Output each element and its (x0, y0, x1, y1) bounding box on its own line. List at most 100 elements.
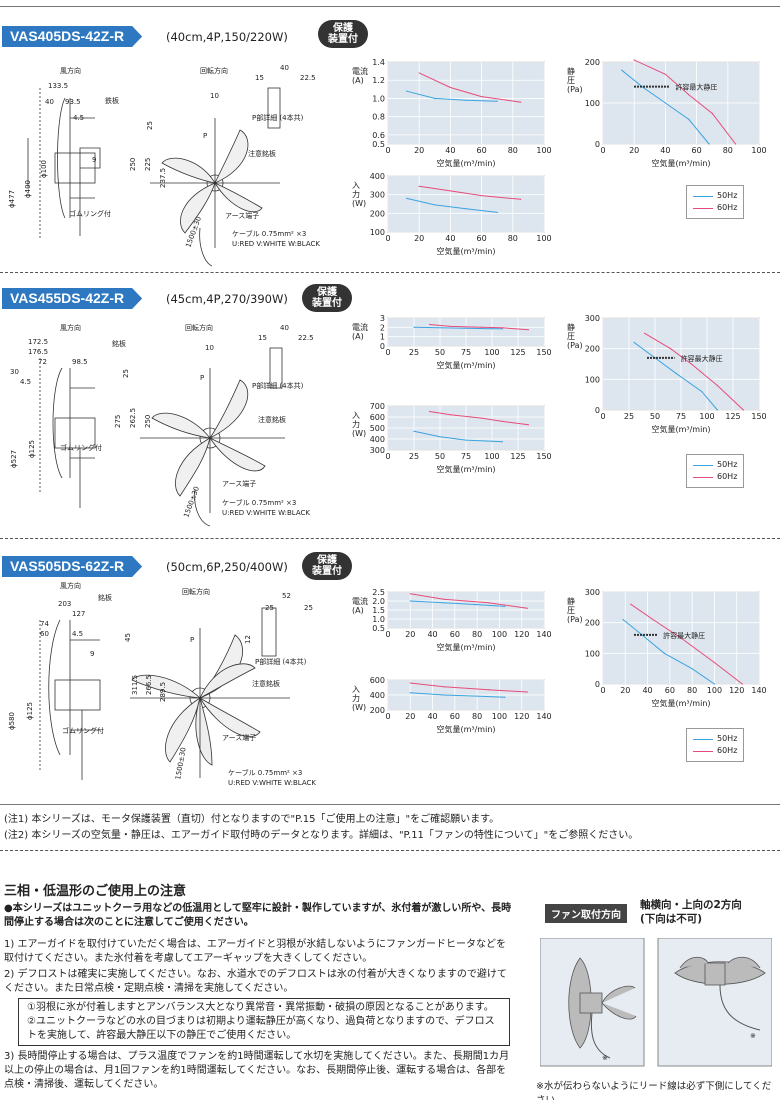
lead-wire-side (590, 1012, 611, 1059)
dim-h4: 45 (124, 633, 132, 642)
legend-label: 50Hz (717, 734, 738, 743)
data-point (496, 211, 498, 213)
x-tick-label: 140 (536, 712, 551, 721)
y-tick-label: 0 (595, 140, 600, 149)
x-tick-label: 0 (385, 712, 390, 721)
y-axis-label-line: (Pa) (567, 341, 583, 350)
protect-badge-3: 保護 装置付 (302, 552, 352, 580)
y-tick-label: 400 (370, 172, 385, 181)
x-tick-label: 120 (514, 712, 529, 721)
y-axis-label-line: (W) (352, 429, 366, 438)
drawing-2: 風方向 回転方向 172.5 176.5 72 98.5 30 4.5 銘板 ϕ… (10, 323, 314, 527)
y-axis-label-line: 入 (352, 411, 360, 420)
series-line-50Hz (410, 600, 506, 607)
y-tick-label: 2 (380, 323, 385, 332)
x-axis-label: 空気量(m³/min) (436, 158, 495, 168)
data-point (406, 90, 408, 92)
label-rotation-dir: 回転方向 (182, 587, 210, 596)
badge-text: 保護 装置付 (312, 287, 342, 309)
section-divider (0, 850, 780, 851)
dim-7: ϕ527 (10, 450, 18, 468)
data-point (413, 430, 415, 432)
label-rubber-ring: ゴムリング付 (60, 443, 102, 452)
x-tick-label: 0 (600, 686, 605, 695)
data-point (501, 420, 503, 422)
fan-mount-dir-2: (下向は不可) (640, 913, 703, 925)
label-rotation-dir: 回転方向 (185, 323, 213, 332)
data-point (413, 326, 415, 328)
dim-8: ϕ125 (28, 440, 36, 458)
x-tick-label: 20 (620, 686, 630, 695)
label-earth: アース端子 (222, 479, 256, 488)
label-cable: ケーブル 0.75mm² ×3 (228, 768, 302, 777)
caution-intro: ●本シリーズはユニットクーラ用などの低温用として堅牢に設計・製作していますが、氷… (4, 903, 512, 928)
x-tick-label: 40 (427, 712, 437, 721)
x-tick-label: 100 (699, 412, 714, 421)
x-tick-label: 120 (514, 630, 529, 639)
data-point (476, 695, 478, 697)
x-tick-label: 0 (385, 630, 390, 639)
annotation-max-pressure: 許容最大静圧 (675, 83, 717, 92)
data-point (429, 323, 431, 326)
dim-6: ϕ477 (8, 190, 16, 208)
dim-top2: 25 (265, 604, 274, 612)
data-point (434, 97, 436, 100)
dim-4: 4.5 (73, 114, 84, 122)
label-wind-dir: 風方向 (60, 323, 81, 332)
data-point (476, 604, 478, 606)
data-point (409, 682, 411, 684)
x-axis-label: 空気量(m³/min) (436, 246, 495, 256)
y-axis-label-line: (Pa) (567, 85, 583, 94)
protect-badge-2: 保護 装置付 (302, 284, 352, 312)
y-axis-label: 静圧(Pa) (567, 322, 583, 350)
x-tick-label: 20 (405, 630, 415, 639)
x-tick-label: 60 (692, 146, 702, 155)
y-tick-label: 1.0 (372, 615, 385, 624)
y-tick-label: 3 (380, 314, 385, 323)
data-point (481, 417, 483, 419)
dim-top4: 10 (205, 344, 214, 352)
y-tick-label: 1.5 (372, 606, 385, 615)
x-tick-label: 40 (445, 234, 455, 243)
data-point (716, 384, 718, 387)
caution-item-3: 3) 長時間停止する場合は、プラス温度でファンを約1時間運転して水切を実施してく… (4, 1051, 510, 1090)
label-caution-plate: 注意銘板 (248, 149, 276, 158)
x-axis-label: 空気量(m³/min) (436, 360, 495, 370)
data-point (449, 190, 451, 192)
data-point (690, 363, 692, 365)
y-tick-label: 0.8 (372, 113, 385, 122)
caution-box-line-1: ①羽根に氷が付着しますとアンバランス大となり異常音・異常振動・破損の原因となるこ… (27, 1002, 494, 1013)
y-tick-label: 200 (370, 706, 385, 715)
label-p-detail: P部詳細 (4本共) (255, 657, 307, 666)
y-tick-label: 200 (585, 58, 600, 67)
series-line-60Hz (410, 682, 528, 693)
x-tick-label: 150 (751, 412, 766, 421)
label-p: P (203, 132, 207, 140)
data-point (670, 348, 672, 350)
caution-box-line-2: ②ユニットクーラなどの水の目づまりは初期より運転静圧が高くなり、過負荷となります… (27, 1016, 495, 1041)
x-tick-label: 20 (405, 712, 415, 721)
x-tick-label: 20 (629, 146, 639, 155)
y-axis-label-line: 入 (352, 181, 360, 190)
dim-top4: 10 (210, 92, 219, 100)
x-tick-label: 150 (536, 348, 551, 357)
data-point (501, 328, 503, 330)
y-axis-label-line: 力 (352, 189, 360, 199)
drawing-3: 風方向 回転方向 203 127 74 60 4.5 9 銘板 ϕ580 ϕ12… (8, 581, 316, 787)
section-divider (0, 272, 780, 273)
x-tick-label: 80 (508, 234, 518, 243)
x-tick-label: 0 (600, 412, 605, 421)
label-steel: 銘板 (98, 593, 112, 602)
y-tick-label: 300 (585, 588, 600, 597)
data-point (487, 689, 489, 691)
annotation-max-pressure: 許容最大静圧 (681, 354, 723, 363)
fan-mount-footnote: ※水が伝わらないようにリード線は必ず下側にしてください。 (536, 1081, 772, 1100)
data-point (449, 86, 451, 89)
label-cable-colors: U:RED V:WHITE W:BLACK (232, 240, 320, 248)
data-point (491, 440, 493, 442)
